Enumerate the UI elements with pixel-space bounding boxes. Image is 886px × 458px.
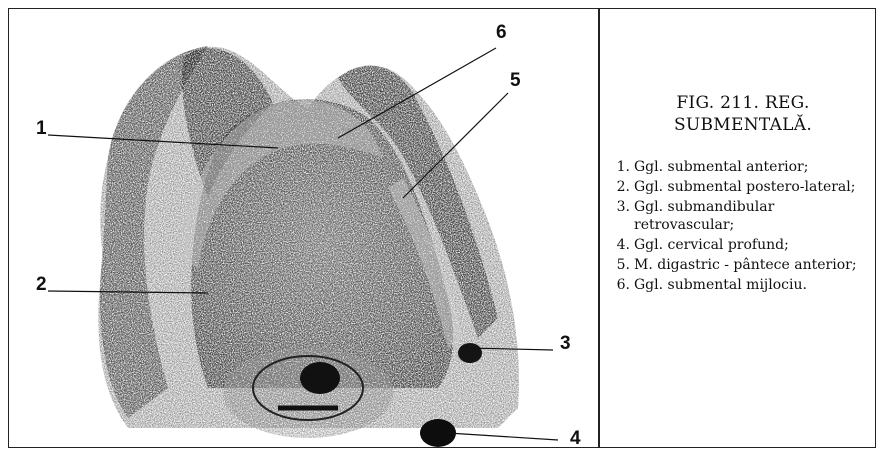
legend-item: 1. Ggl. submental anterior; [612,158,874,176]
legend-text: Ggl. submental mijlociu. [630,276,874,294]
callout-2: 2 [36,274,47,296]
callout-3: 3 [560,333,571,355]
legend-text: Ggl. cervical profund; [630,236,874,254]
retrovascular-node [458,343,482,363]
legend-text: M. digastric - pântece anterior; [630,256,874,274]
callout-6: 6 [496,22,507,44]
column-divider [598,8,600,448]
legend-text: Ggl. submandibular retrovascular; [630,198,874,234]
legend-text: Ggl. submental anterior; [630,158,874,176]
hyoid-region [223,348,393,438]
legend-number: 6. [612,276,630,294]
caption-title-line-1: FIG. 211. REG. [612,92,874,114]
legend-text: Ggl. submental postero-lateral; [630,178,874,196]
legend-item: 3. Ggl. submandibular retrovascular; [612,198,874,234]
trachea-lumen [300,362,340,394]
legend-item: 4. Ggl. cervical profund; [612,236,874,254]
leader-line-4 [448,433,558,440]
legend-item: 2. Ggl. submental postero-lateral; [612,178,874,196]
caption-legend: 1. Ggl. submental anterior; 2. Ggl. subm… [612,158,874,294]
callout-4: 4 [570,428,581,450]
legend-number: 4. [612,236,630,254]
caption-title-line-2: SUBMENTALĂ. [612,114,874,136]
legend-number: 2. [612,178,630,196]
legend-item: 6. Ggl. submental mijlociu. [612,276,874,294]
legend-number: 1. [612,158,630,176]
figure-caption: FIG. 211. REG. SUBMENTALĂ. 1. Ggl. subme… [612,92,874,296]
legend-item: 5. M. digastric - pântece anterior; [612,256,874,274]
legend-number: 5. [612,256,630,274]
legend-number: 3. [612,198,630,234]
caption-title: FIG. 211. REG. SUBMENTALĂ. [612,92,874,136]
callout-1: 1 [36,118,47,140]
callout-5: 5 [510,70,521,92]
